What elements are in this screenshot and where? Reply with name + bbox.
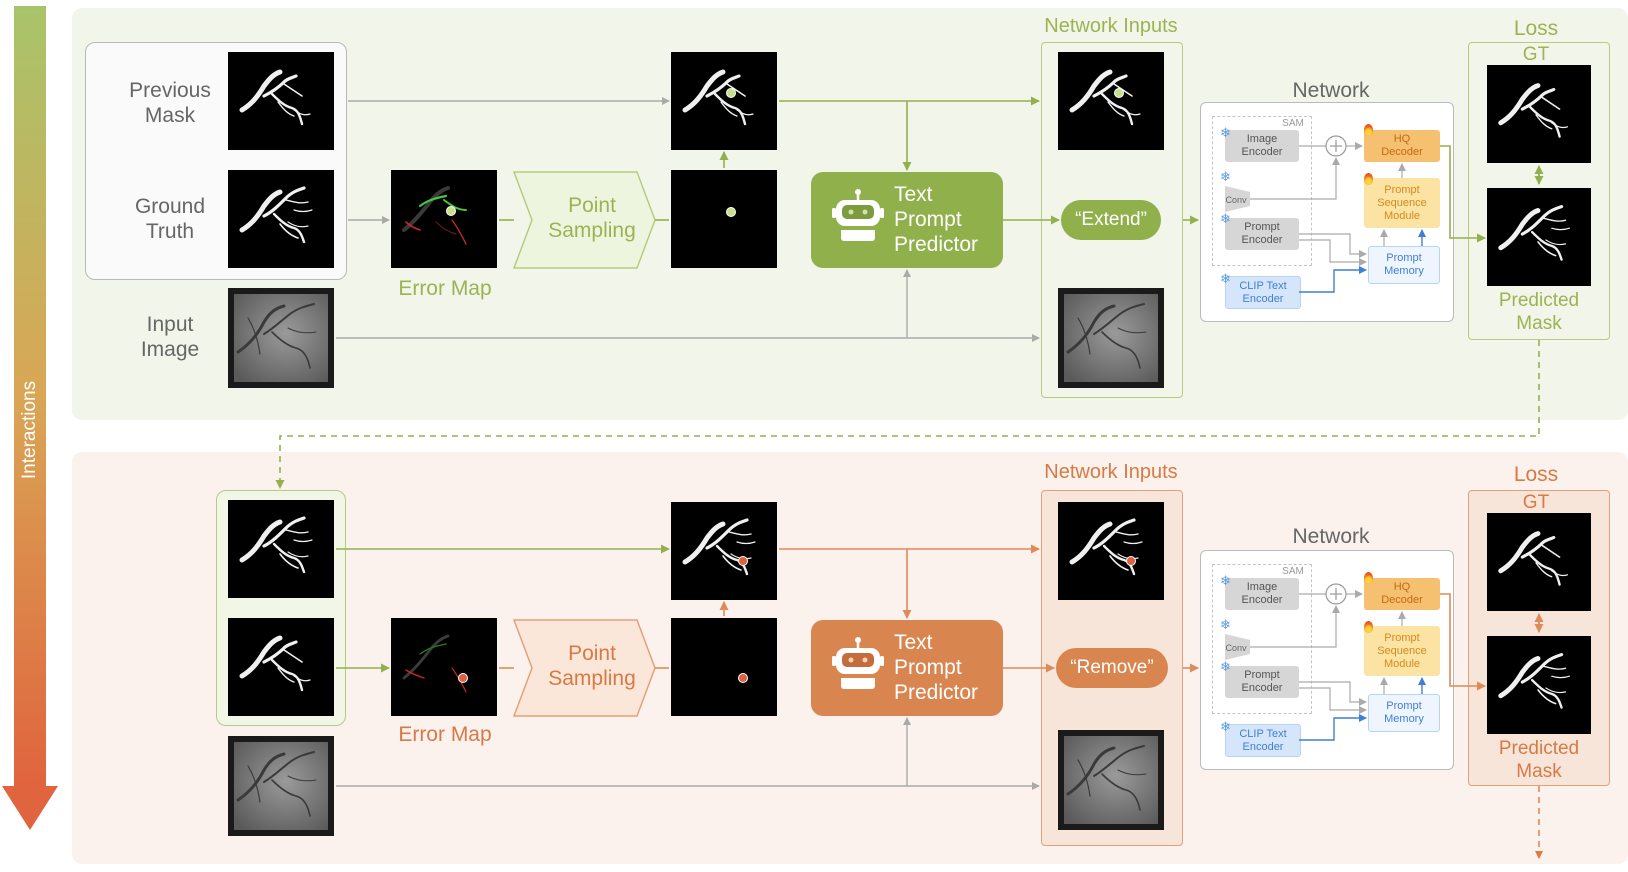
- prompt-memory-module: Prompt Memory: [1368, 246, 1440, 284]
- clip-text-encoder-module: CLIP Text Encoder: [1225, 276, 1301, 309]
- sam-box: [1212, 564, 1312, 714]
- frozen-icon: ❄: [1220, 211, 1231, 226]
- prompt-sequence-module: Prompt Sequence Module: [1364, 626, 1440, 676]
- error-map-label: Error Map: [398, 277, 492, 300]
- frozen-icon: ❄: [1220, 169, 1231, 184]
- predicted-mask-image: [1487, 188, 1591, 286]
- prompt-sequence-module: Prompt Sequence Module: [1364, 178, 1440, 228]
- frozen-icon: ❄: [1220, 271, 1231, 286]
- text-prompt-pill: “Extend”: [1061, 200, 1161, 240]
- sampled-point-image: [671, 618, 777, 716]
- network-title: Network: [1292, 525, 1370, 548]
- trainable-icon: [1364, 173, 1373, 185]
- frozen-icon: ❄: [1220, 719, 1231, 734]
- predicted-mask-label: Predicted Mask: [1498, 738, 1580, 782]
- network-title: Network: [1292, 79, 1370, 102]
- previous-mask-label: Previous Mask: [129, 79, 211, 128]
- frozen-icon: ❄: [1220, 617, 1231, 632]
- sam-box: [1212, 116, 1312, 266]
- frozen-icon: ❄: [1220, 659, 1231, 674]
- sam-label: SAM: [1282, 566, 1304, 577]
- trainable-icon: [1364, 572, 1373, 584]
- error-map-image: [391, 618, 497, 716]
- frozen-icon: ❄: [1220, 125, 1231, 140]
- hq-decoder-module: HQ Decoder: [1364, 130, 1440, 162]
- sampled-point-image: [671, 170, 777, 268]
- previous-mask-image: [228, 500, 334, 598]
- svg-text:Conv: Conv: [1225, 643, 1247, 653]
- predicted-mask-label: Predicted Mask: [1498, 290, 1580, 334]
- error-map-image: [391, 170, 497, 268]
- text-prompt-predictor-label: Text Prompt Predictor: [894, 631, 979, 705]
- loss-title: Loss: [1513, 463, 1559, 486]
- input-image-label: Input Image: [140, 313, 200, 362]
- image-encoder-module: Image Encoder: [1225, 130, 1299, 162]
- sam-label: SAM: [1282, 118, 1304, 129]
- point-sampling-label: Point Sampling: [548, 642, 636, 691]
- hq-decoder-module: HQ Decoder: [1364, 578, 1440, 610]
- gt-label: GT: [1522, 44, 1550, 65]
- loss-title: Loss: [1513, 17, 1559, 40]
- text-prompt-pill: “Remove”: [1056, 648, 1168, 688]
- svg-text:Conv: Conv: [1225, 195, 1247, 205]
- frozen-icon: ❄: [1220, 573, 1231, 588]
- sampled-point-mask-image: [671, 502, 777, 600]
- point-sampling-label: Point Sampling: [548, 194, 636, 243]
- ground-truth-image: [228, 170, 334, 268]
- prompt-memory-module: Prompt Memory: [1368, 694, 1440, 732]
- network-inputs-title: Network Inputs: [1044, 461, 1178, 483]
- network-input-mask-image: [1058, 502, 1164, 600]
- prompt-encoder-module: Prompt Encoder: [1225, 666, 1299, 698]
- gt-label: GT: [1522, 492, 1550, 513]
- text-prompt-predictor-label: Text Prompt Predictor: [894, 183, 979, 257]
- ground-truth-label: Ground Truth: [134, 195, 206, 244]
- trainable-icon: [1364, 124, 1373, 136]
- trainable-icon: [1364, 621, 1373, 633]
- predicted-mask-image: [1487, 636, 1591, 734]
- prompt-encoder-module: Prompt Encoder: [1225, 218, 1299, 250]
- error-map-label: Error Map: [398, 723, 492, 746]
- loss-box: [1468, 42, 1610, 340]
- image-encoder-module: Image Encoder: [1225, 578, 1299, 610]
- network-inputs-title: Network Inputs: [1044, 15, 1178, 37]
